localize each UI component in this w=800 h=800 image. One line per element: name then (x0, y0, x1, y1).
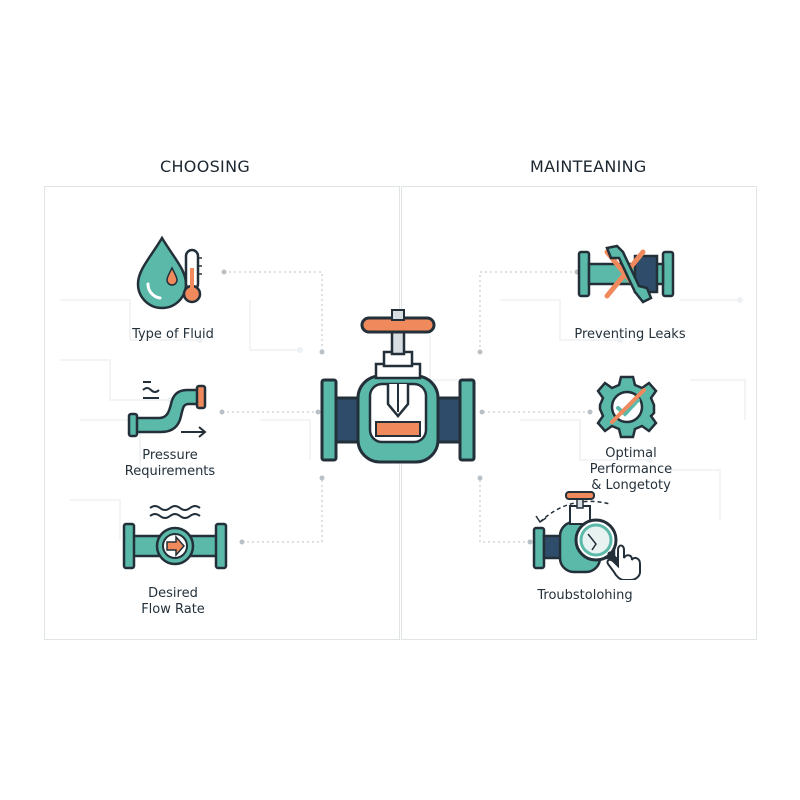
wrench-pipe-icon (577, 244, 675, 304)
performance-label-line1: Optimal (605, 446, 657, 461)
pressure-pipe-icon (127, 381, 207, 438)
performance-label-line3: & Longetoty (591, 478, 671, 493)
choosing-heading: CHOOSING (160, 157, 251, 176)
type-of-fluid-label: Type of Fluid (132, 327, 214, 342)
flow-label-line2: Flow Rate (141, 602, 205, 617)
connector-flow (242, 478, 323, 543)
preventing-leaks-label: Preventing Leaks (574, 327, 686, 342)
connector-fluid (224, 271, 323, 352)
performance-label-line2: Performance (589, 462, 673, 477)
maintaining-heading: MAINTEANING (530, 157, 647, 176)
pressure-label-line2: Requirements (124, 464, 216, 479)
pressure-requirements-label: Pressure Requirements (110, 448, 230, 480)
connector-troubleshooting (479, 478, 530, 543)
troubleshooting-label: Troubstolohing (537, 588, 633, 603)
fluid-drop-thermometer-icon (136, 235, 202, 310)
valve-magnifier-icon (532, 491, 641, 580)
connector-leaks (479, 271, 577, 352)
optimal-performance-label: Optimal Performance & Longetoty (568, 446, 694, 494)
gate-valve-icon (320, 309, 476, 464)
desired-flow-rate-label: Desired Flow Rate (118, 586, 228, 618)
gear-check-icon (596, 375, 658, 439)
pressure-label-line1: Pressure (142, 448, 198, 463)
flow-label-line1: Desired (148, 586, 198, 601)
flow-meter-pipe-icon (122, 505, 228, 570)
